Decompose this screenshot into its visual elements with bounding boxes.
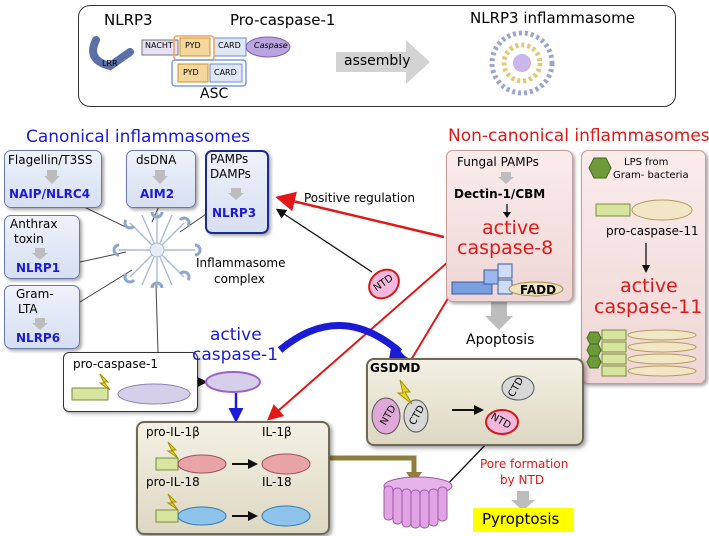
inflammasome-complex-label-1: Inflammasome [196, 256, 286, 270]
fungal-pamps-label: Fungal PAMPs [457, 155, 539, 169]
active-caspase8-label-1: active [482, 217, 540, 239]
gram-label-1: Gram- [16, 287, 54, 301]
anthrax-label-1: Anthrax [10, 217, 58, 231]
pore-formation-label-1: Pore formation [480, 457, 569, 471]
dectin-label: Dectin-1/CBM [454, 187, 546, 201]
lps-label-2: Gram- bacteria [613, 170, 689, 181]
active-caspase1-label-1: active [210, 325, 262, 345]
il-release-path [326, 455, 417, 474]
pyroptosis-label: Pyroptosis [482, 510, 560, 528]
nlrp3-inflammasome-label: NLRP3 inflammasome [470, 9, 635, 27]
pro-caspase11-icon [595, 199, 693, 221]
apoptosis-label: Apoptosis [466, 332, 535, 348]
nlrp1-label: NLRP1 [16, 261, 61, 275]
nlrp3-canonical-label: NLRP3 [212, 206, 257, 220]
nacht-label: NACHT [145, 41, 173, 50]
asc-label: ASC [200, 86, 229, 102]
pore-formation-label-2: by NTD [500, 473, 545, 487]
nlrp3-label: NLRP3 [104, 11, 153, 29]
pamps-label: PAMPs [210, 152, 249, 166]
caspase-label: Caspase [254, 41, 288, 50]
caspase1-oval [205, 371, 261, 393]
ntd-to-pore-arrow [440, 439, 491, 492]
pro-il18-label: pro-IL-18 [146, 475, 200, 489]
positive-regulation-label: Positive regulation [304, 191, 416, 205]
gsdmd-cleavage-icon [371, 375, 535, 435]
interleukin-processing-icon [155, 441, 311, 527]
anthrax-label-2: toxin [14, 232, 44, 246]
caspase11-complex-icon [586, 329, 697, 377]
damps-label: DAMPs [210, 167, 251, 181]
pyroptosis-arrow [511, 491, 535, 511]
card-label-2: CARD [214, 68, 237, 77]
pyd-label-2: PYD [183, 68, 199, 77]
pyd-domain-asc [177, 63, 209, 83]
casp8-to-il-arrow [266, 261, 449, 421]
casp1-to-gsdmd-arrow [277, 322, 403, 355]
fadd-label: FADD [520, 283, 557, 297]
card-label-1: CARD [218, 41, 241, 50]
caspase-domain [245, 36, 291, 58]
ntd-regulation-arrow [275, 208, 373, 273]
gsdmd-box [366, 358, 584, 446]
noncanonical-title: Non-canonical inflammasomes [448, 126, 709, 146]
il18-label: IL-18 [262, 475, 292, 489]
inflammasome-complex-icon [112, 211, 202, 289]
pro-caspase1-icon [71, 373, 191, 405]
anthrax-box [4, 215, 80, 279]
active-caspase11-label-2: caspase-11 [594, 296, 703, 318]
active-caspase11-label-1: active [620, 275, 678, 297]
pore-icon [383, 476, 453, 529]
nlrp6-label: NLRP6 [16, 331, 61, 345]
ntd-molecule [368, 268, 400, 300]
nlrp3-inflammasome-icon [489, 30, 555, 96]
apoptosis-arrow [485, 302, 513, 330]
inflammasome-complex-label-2: complex [214, 272, 265, 286]
fadd-oval [508, 281, 564, 297]
assembly-arrow [336, 40, 430, 84]
lps-hexagon-icon [588, 157, 612, 179]
caspase8-fadd-icon [451, 263, 513, 295]
canonical-title: Canonical inflammasomes [26, 127, 251, 147]
gram-lta-box [4, 285, 80, 349]
active-caspase1-label-2: caspase-1 [192, 345, 279, 365]
il1b-label: IL-1β [262, 425, 292, 439]
pro-caspase1-label: pro-caspase-1 [73, 357, 158, 371]
pro-caspase1-label: Pro-caspase-1 [230, 11, 336, 29]
nacht-domain [141, 39, 179, 56]
naip-nlrc4-label: NAIP/NLRC4 [9, 187, 91, 201]
pyd-domain-nlrp3 [179, 37, 211, 57]
dsdna-label: dsDNA [136, 153, 177, 167]
lps-label-1: LPS from [624, 157, 669, 168]
card-domain-asc [209, 63, 243, 83]
lrr-label: LRR [102, 59, 118, 68]
pro-il1b-label: pro-IL-1β [146, 425, 200, 439]
active-caspase8-label-2: caspase-8 [457, 237, 554, 259]
positive-regulation-arrow [275, 191, 445, 239]
dsdna-box [126, 150, 196, 208]
flagellin-label: Flagellin/T3SS [8, 153, 93, 167]
gsdmd-label: GSDMD [370, 361, 421, 375]
assembly-label: assembly [344, 53, 411, 69]
pyd-label-1: PYD [185, 41, 201, 50]
pro-caspase11-label: pro-caspase-11 [606, 224, 699, 238]
gram-label-2: LTA [18, 302, 38, 316]
pyroptosis-highlight [473, 508, 573, 532]
lrr-domain [89, 36, 134, 71]
aim2-label: AIM2 [140, 187, 175, 201]
